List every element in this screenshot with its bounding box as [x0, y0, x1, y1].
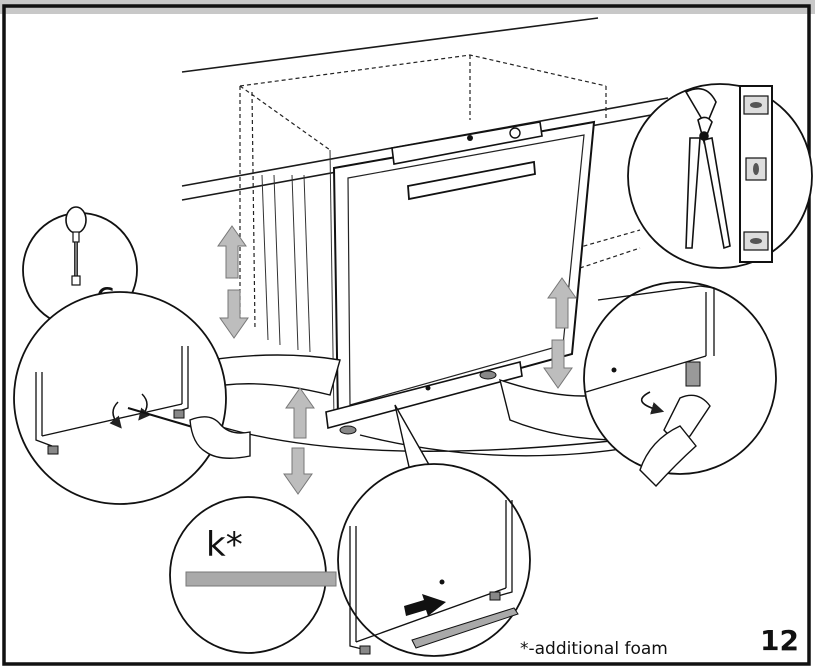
dishwasher-door: [325, 120, 596, 435]
plinth: [325, 361, 523, 430]
right-foot-callout: [583, 281, 777, 488]
foam-strip-inserted: [411, 607, 519, 649]
page-frame: [2, 4, 811, 666]
step-number: 12: [760, 624, 799, 657]
foam-strip: [185, 571, 337, 587]
floor-outline: [199, 419, 641, 457]
cabinet-recess: [239, 54, 641, 331]
left-foot-callout: [13, 291, 251, 505]
top-bracket: [391, 121, 543, 165]
door-handle: [407, 160, 536, 201]
pliers-icon: [684, 87, 731, 250]
callout-connectors: [208, 354, 622, 482]
footnote: *-additional foam: [520, 639, 668, 659]
spirit-level-icon: [739, 85, 773, 263]
tools-callout: [627, 83, 813, 269]
side-panel: [261, 149, 335, 421]
foam-label-k: k*: [206, 525, 243, 565]
screwdriver-icon: [65, 206, 87, 316]
plinth-foam-callout: [337, 463, 531, 657]
arrow-up-down-icon: [217, 225, 577, 495]
arrow-right-icon: [404, 594, 446, 616]
foam-callout: k*: [169, 496, 337, 654]
